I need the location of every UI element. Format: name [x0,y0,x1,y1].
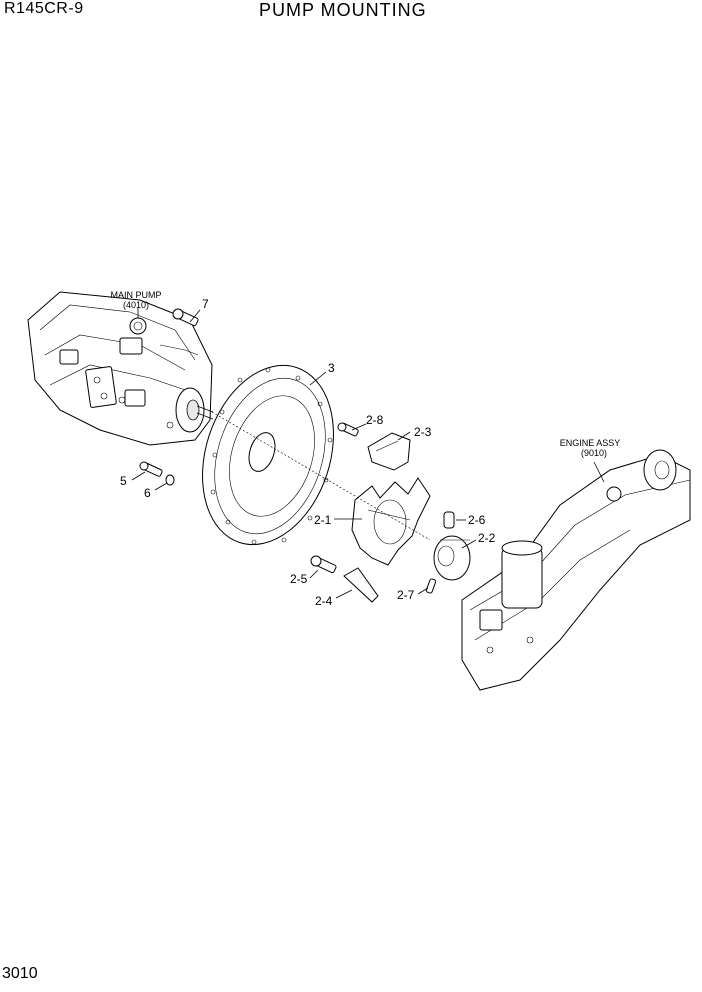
cone-2-4 [343,567,379,603]
main-pump-ref: (4010) [123,300,149,310]
coupling-insert [367,432,411,471]
model-code: R145CR-9 [4,0,84,17]
callout-2-2: 2-2 [478,531,496,545]
callout-7: 7 [202,297,209,311]
callout-2-3: 2-3 [414,425,432,439]
engine-assy-label: ENGINE ASSY [560,438,621,448]
callout-2-6: 2-6 [468,513,486,527]
callout-2-4: 2-4 [315,594,333,608]
bolt-2-8 [337,422,359,437]
engine-assembly [461,449,691,691]
main-pump-assembly [27,291,214,446]
bolt-7 [172,308,199,327]
page-number: 3010 [2,965,38,982]
callout-2-1: 2-1 [314,513,332,527]
pin-2-7 [425,578,437,594]
leader-lines [131,308,605,599]
callout-5: 5 [120,474,127,488]
callout-2-8: 2-8 [366,413,384,427]
washer-6 [165,474,175,486]
coupling-hub [433,535,471,581]
page-title: PUMP MOUNTING [259,0,427,20]
coupling-element [351,477,431,566]
bolt-2-5 [310,555,337,574]
engine-assy-ref: (9010) [581,448,607,458]
bolt-5 [139,461,163,477]
callout-2-5: 2-5 [290,572,308,586]
callout-2-7: 2-7 [397,588,415,602]
set-screw-2-6 [443,511,455,529]
flywheel-housing [202,364,334,546]
callout-3: 3 [328,361,335,375]
callout-6: 6 [144,486,151,500]
main-pump-label: MAIN PUMP [110,290,161,300]
